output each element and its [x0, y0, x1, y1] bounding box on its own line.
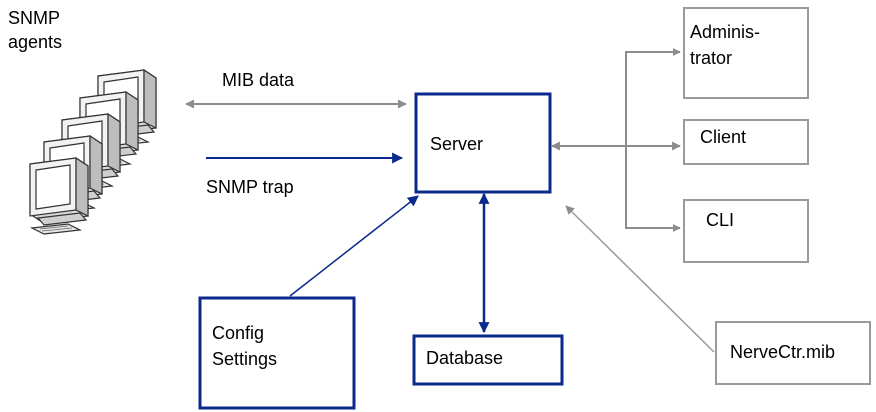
nervectr-server-arrow — [565, 205, 715, 353]
server-label: Server — [430, 134, 483, 154]
mib-data-label: MIB data — [222, 70, 295, 90]
config-server-arrow — [289, 195, 419, 297]
config-settings-label-line1: Config — [212, 323, 264, 343]
administrator-label-line1: Adminis- — [690, 22, 760, 42]
snmp-agents-label: SNMP agents — [8, 6, 62, 54]
nervectr-mib-box — [715, 321, 871, 385]
snmp-agents-label-line2: agents — [8, 32, 63, 52]
administrator-box — [683, 7, 809, 99]
client-label: Client — [700, 127, 746, 147]
cli-label: CLI — [706, 210, 734, 230]
server-cli-branch — [625, 146, 681, 232]
server-box — [414, 92, 552, 194]
administrator-label-line2: trator — [690, 48, 732, 68]
snmp-agents-computer-icon — [29, 69, 157, 235]
snmp-agents-label-line1: SNMP — [8, 8, 61, 28]
config-settings-box — [198, 296, 356, 410]
server-admin-branch — [625, 48, 681, 146]
nervectr-mib-label: NerveCtr.mib — [730, 342, 835, 362]
database-box — [412, 334, 564, 386]
snmp-trap-label: SNMP trap — [206, 177, 294, 197]
cli-box — [683, 199, 809, 263]
config-settings-label-line2: Settings — [212, 349, 277, 369]
client-box — [683, 119, 809, 165]
database-label: Database — [426, 348, 503, 368]
